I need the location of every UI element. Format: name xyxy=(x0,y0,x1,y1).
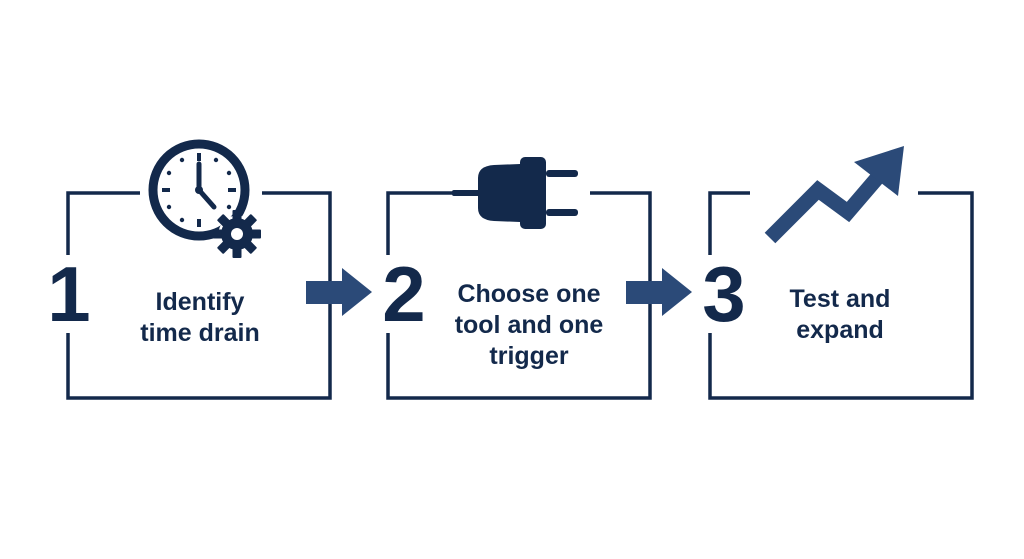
step-1-frame xyxy=(66,191,332,400)
step-1-number: 1 xyxy=(44,255,94,333)
step-1-label-line-1: Identify xyxy=(155,288,245,316)
step-3-label-line-1: Test and xyxy=(789,285,891,313)
step-3-number: 3 xyxy=(693,255,755,333)
step-1-label-line-2: time drain xyxy=(140,319,260,347)
connector-arrow-1-2 xyxy=(306,268,372,316)
step-3-frame xyxy=(708,191,974,400)
step-3-label: Test and expand xyxy=(765,284,915,346)
connector-arrow-2-3 xyxy=(626,268,692,316)
step-2-frame xyxy=(386,191,652,400)
step-1-label: Identify time drain xyxy=(120,287,280,349)
step-2-number: 2 xyxy=(374,255,434,333)
step-2-label-line-3: trigger xyxy=(489,342,569,370)
step-2-label-line-2: tool and one xyxy=(454,311,604,339)
step-2-label-line-1: Choose one xyxy=(457,280,601,308)
plug-icon xyxy=(452,157,578,229)
trending-up-arrow-icon xyxy=(764,146,904,244)
clock-gear-icon xyxy=(148,139,261,258)
step-2-label: Choose one tool and one trigger xyxy=(440,279,618,372)
step-3-label-line-2: expand xyxy=(796,316,884,344)
